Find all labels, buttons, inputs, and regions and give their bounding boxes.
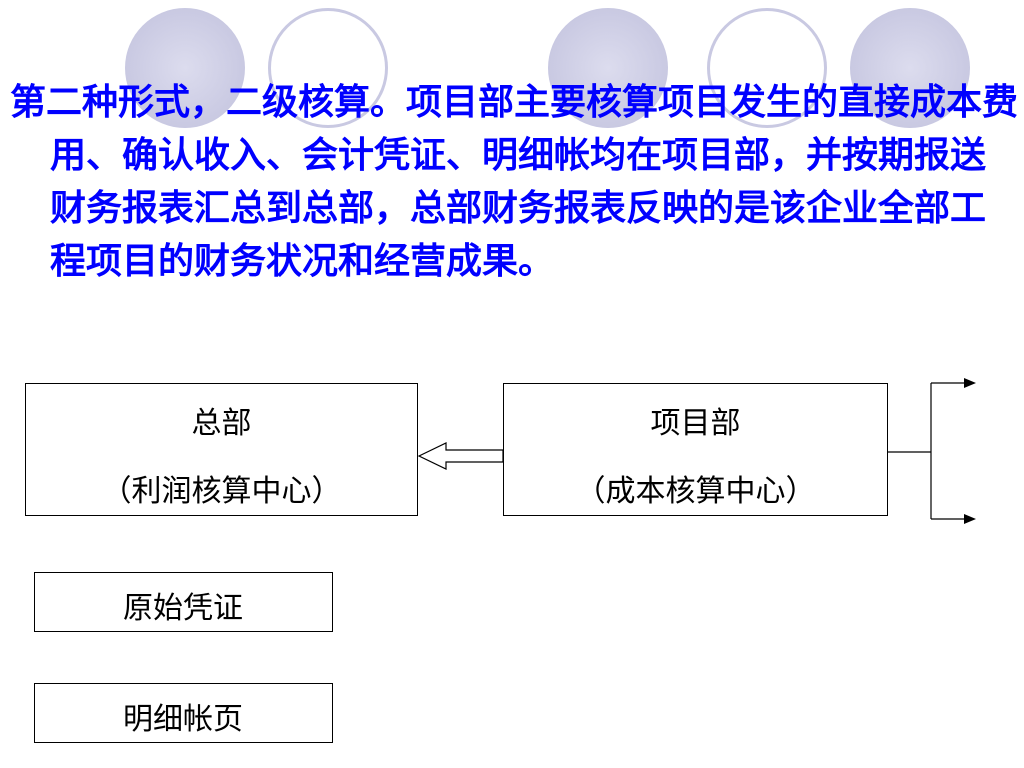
project-dept-title: 项目部 — [650, 406, 741, 441]
headquarters-subtitle: （利润核算中心） — [101, 474, 342, 509]
voucher-box: 原始凭证 — [34, 572, 333, 632]
body-paragraph: 第二种形式，二级核算。项目部主要核算项目发生的直接成本费用、确认收入、会计凭证、… — [10, 81, 1019, 282]
headquarters-box: 总部 （利润核算中心） — [25, 383, 418, 516]
decorative-circle-2 — [268, 8, 388, 128]
headquarters-title: 总部 — [191, 406, 252, 441]
decorative-circle-3 — [548, 8, 668, 128]
report-arrow-to-headquarters — [417, 442, 504, 470]
ledger-box: 明细帐页 — [34, 683, 333, 743]
decorative-circle-5 — [850, 8, 970, 128]
project-dept-box: 项目部 （成本核算中心） — [503, 383, 888, 516]
ledger-label: 明细帐页 — [123, 702, 243, 737]
project-dept-subtitle: （成本核算中心） — [575, 474, 816, 509]
branch-connector — [888, 378, 976, 524]
decorative-circle-4 — [707, 8, 827, 128]
voucher-label: 原始凭证 — [123, 591, 243, 626]
decorative-circle-1 — [125, 8, 245, 128]
